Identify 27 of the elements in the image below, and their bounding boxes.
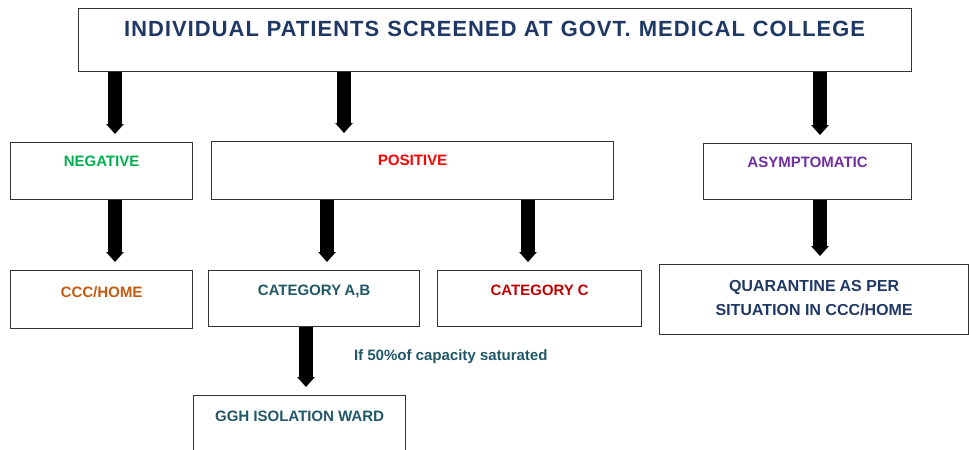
box-text: QUARANTINE AS PER SITUATION IN CCC/HOME bbox=[714, 277, 914, 321]
process-box bbox=[437, 270, 642, 327]
block-arrow bbox=[811, 72, 829, 136]
block-arrow bbox=[297, 327, 315, 388]
process-box bbox=[659, 264, 969, 335]
process-box bbox=[10, 270, 193, 329]
box-text: POSITIVE bbox=[376, 151, 448, 170]
process-box bbox=[193, 395, 406, 450]
box-text: GGH ISOLATION WARD bbox=[214, 407, 385, 427]
block-arrow bbox=[318, 200, 336, 262]
process-box bbox=[208, 270, 420, 327]
block-arrow bbox=[519, 200, 537, 262]
process-box bbox=[78, 8, 912, 72]
box-text: CATEGORY A,B bbox=[256, 281, 372, 300]
box-text: INDIVIDUAL PATIENTS SCREENED AT GOVT. MEDICAL COLLEGE bbox=[123, 15, 867, 43]
process-box bbox=[10, 142, 193, 200]
box-text: NEGATIVE bbox=[62, 152, 140, 172]
block-arrow bbox=[106, 200, 124, 262]
box-text: CCC/HOME bbox=[60, 283, 144, 302]
box-text: ASYMPTOMATIC bbox=[746, 153, 869, 172]
edge-label: If 50%of capacity saturated bbox=[354, 347, 548, 364]
process-box bbox=[211, 141, 614, 200]
block-arrow bbox=[335, 72, 353, 134]
box-text: CATEGORY C bbox=[489, 281, 590, 300]
process-box bbox=[703, 143, 912, 200]
block-arrow bbox=[106, 72, 124, 134]
block-arrow bbox=[811, 200, 829, 256]
